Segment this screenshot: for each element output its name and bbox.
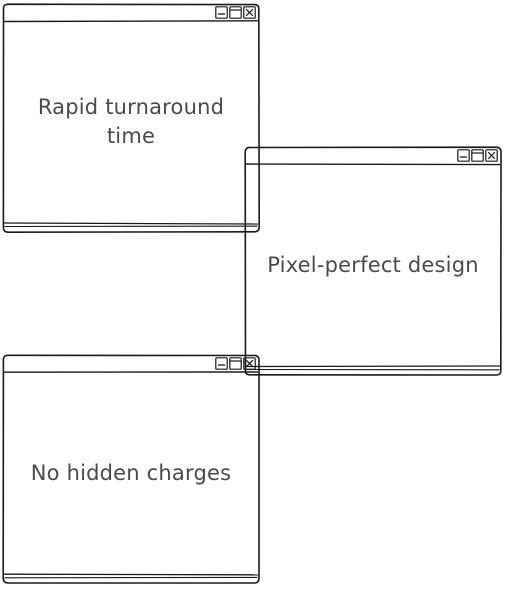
- window-content: No hidden charges: [4, 374, 258, 572]
- feature-window-pixel-perfect: Pixel-perfect design: [244, 146, 502, 376]
- window-content: Pixel-perfect design: [246, 166, 500, 364]
- maximize-icon[interactable]: [229, 6, 242, 19]
- window-frame: [244, 146, 502, 376]
- window-frame: [2, 3, 261, 234]
- window-controls: [215, 6, 256, 19]
- maximize-icon[interactable]: [229, 357, 242, 370]
- window-content: Rapid turnaround time: [4, 23, 258, 221]
- window-controls: [457, 149, 498, 162]
- maximize-icon[interactable]: [471, 149, 484, 162]
- minimize-icon[interactable]: [215, 357, 228, 370]
- feature-caption: Pixel-perfect design: [267, 252, 479, 277]
- minimize-icon[interactable]: [457, 149, 470, 162]
- window-controls: [215, 357, 256, 370]
- close-icon[interactable]: [243, 6, 256, 19]
- feature-window-rapid-turnaround: Rapid turnaround time: [2, 3, 261, 234]
- close-icon[interactable]: [485, 149, 498, 162]
- feature-window-no-hidden-charges: No hidden charges: [2, 354, 260, 584]
- feature-caption: Rapid turnaround time: [37, 95, 225, 148]
- window-frame: [2, 354, 260, 584]
- minimize-icon[interactable]: [215, 6, 228, 19]
- feature-caption: No hidden charges: [30, 460, 232, 485]
- close-icon[interactable]: [243, 357, 256, 370]
